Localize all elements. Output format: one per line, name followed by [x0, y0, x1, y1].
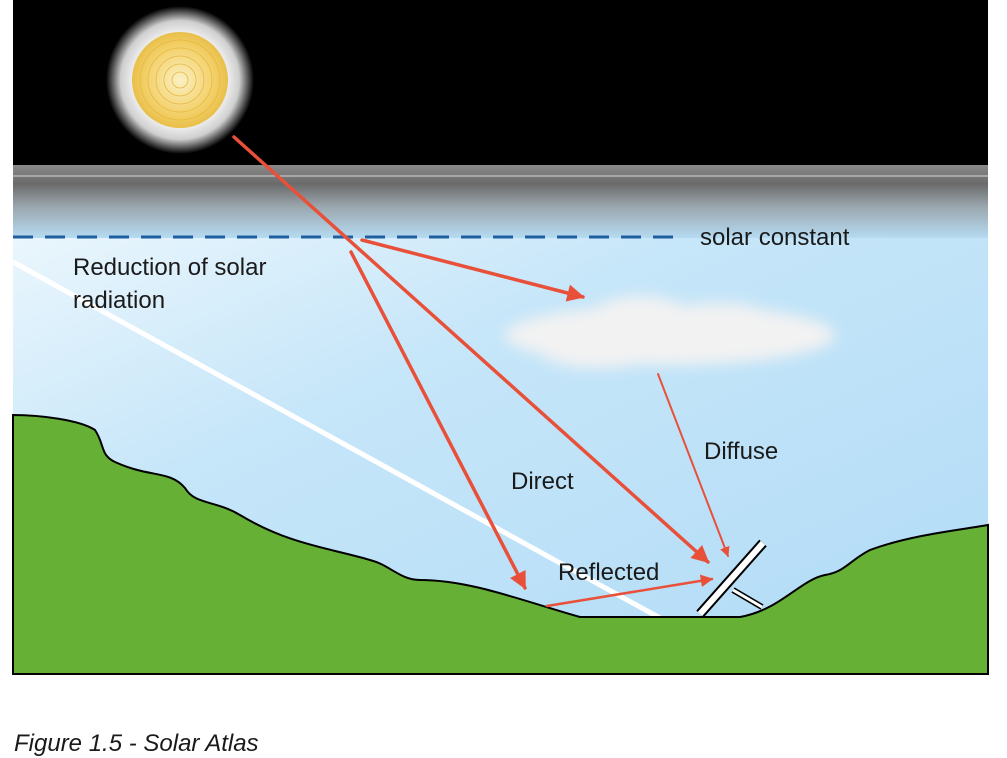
ground [12, 413, 989, 675]
ray-to-ground [349, 250, 527, 590]
reduction-label-line2: radiation [73, 287, 165, 314]
figure-caption: Figure 1.5 - Solar Atlas [14, 730, 259, 757]
direct-label: Direct [511, 468, 574, 495]
diffuse-ray [657, 373, 730, 557]
reflected-label: Reflected [558, 559, 659, 586]
direct-ray-to-panel [232, 135, 710, 564]
solar-constant-label: solar constant [700, 224, 850, 251]
reduction-line [11, 259, 662, 621]
ray-to-cloud [360, 238, 585, 302]
reduction-label-line1: Reduction of solar [73, 254, 266, 281]
solar-panel-icon [696, 539, 767, 618]
atmosphere-band [13, 165, 988, 240]
reflected-ray [545, 574, 714, 608]
sun-icon [106, 6, 254, 154]
cloud-icon [505, 296, 835, 368]
diffuse-label: Diffuse [704, 438, 778, 465]
radiation-rays [232, 135, 730, 608]
